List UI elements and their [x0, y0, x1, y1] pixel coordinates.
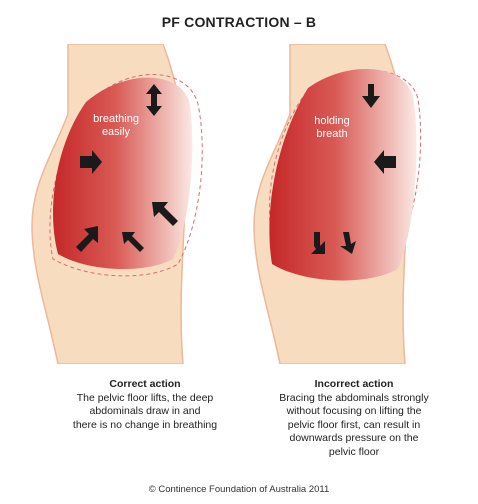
panel-label-line1: holding: [314, 115, 349, 127]
arrow-left-icon: [374, 150, 396, 174]
arrow-down-icon: [362, 84, 380, 108]
caption-title: Incorrect action: [314, 378, 394, 390]
arrow-upleft-icon: [122, 232, 144, 252]
abdomen-region: [53, 77, 193, 270]
dashed-outline: [49, 74, 203, 277]
arrow-downleft-icon: [311, 232, 325, 254]
caption-body: The pelvic floor lifts, the deep abdomin…: [72, 391, 218, 431]
dashed-outline: [268, 69, 422, 255]
double-arrow-icon: [146, 84, 162, 116]
copyright-footer: © Continence Foundation of Australia 201…: [148, 484, 330, 495]
abdomen-region: [269, 68, 417, 281]
correct-action-illustration: breathing easily: [31, 44, 203, 364]
arrow-upright-icon: [76, 226, 98, 252]
panel-label-line1: breathing: [93, 113, 139, 125]
caption-title: Correct action: [109, 378, 181, 390]
correct-action-caption: Correct action The pelvic floor lifts, t…: [45, 378, 245, 432]
incorrect-action-illustration: holding breath: [253, 44, 422, 364]
arrow-right-icon: [80, 150, 102, 174]
arrow-upleft-icon: [152, 202, 178, 226]
incorrect-action-caption: Incorrect action Bracing the abdominals …: [254, 378, 454, 459]
arrow-down-icon: [340, 232, 356, 254]
panel-label-line2: breath: [316, 128, 347, 140]
caption-body: Bracing the abdominals strongly without …: [279, 391, 429, 458]
page-title: PF CONTRACTION – B: [161, 14, 317, 30]
panel-label-line2: easily: [102, 126, 131, 138]
